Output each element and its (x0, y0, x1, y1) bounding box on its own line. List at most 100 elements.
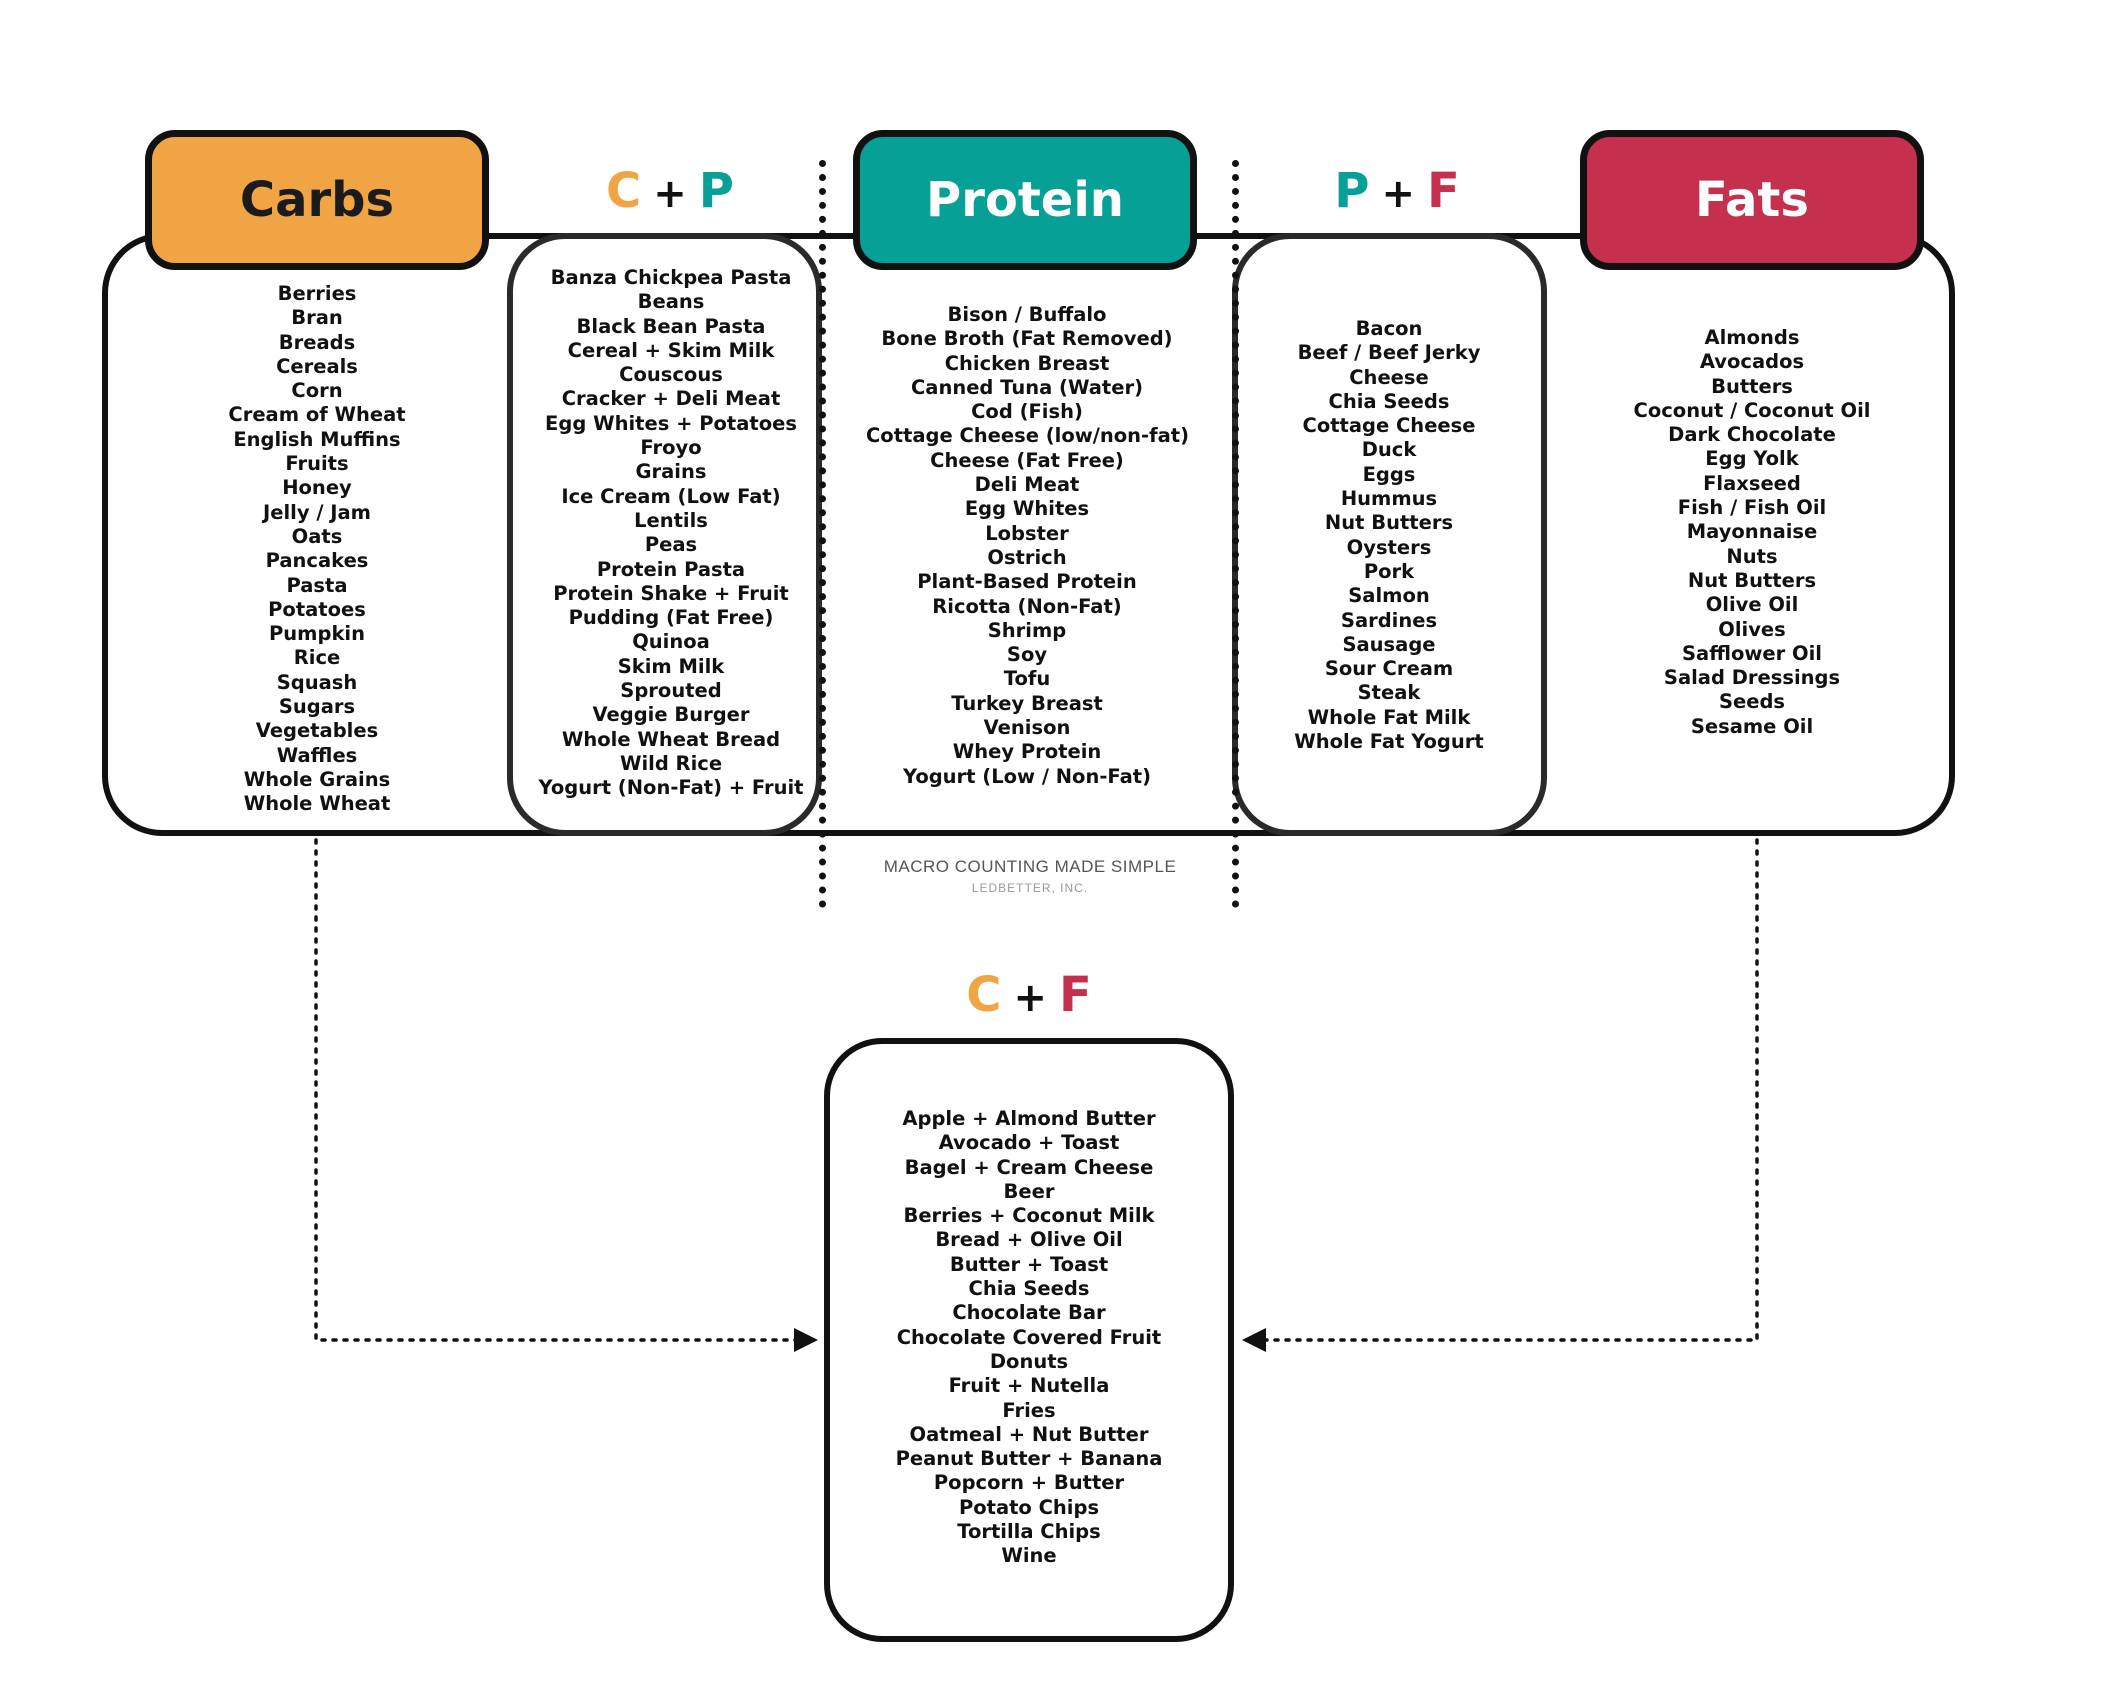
list-item: Corn (291, 379, 343, 403)
list-item: Pancakes (265, 549, 369, 573)
combo-cp-plus: + (653, 171, 687, 217)
list-item: Nuts (1726, 544, 1778, 568)
list-item: Butters (1711, 374, 1793, 398)
list-item: Cheese (1349, 365, 1429, 389)
carbs-protein-panel (507, 233, 822, 836)
list-item: Cottage Cheese (1302, 414, 1476, 438)
list-item: Couscous (619, 363, 723, 387)
list-item: Dark Chocolate (1668, 423, 1836, 447)
list-item: Sesame Oil (1690, 714, 1814, 738)
list-item: Fish / Fish Oil (1677, 496, 1827, 520)
list-item: Peanut Butter + Banana (895, 1447, 1163, 1471)
list-item: Honey (282, 476, 352, 500)
list-item: Jelly / Jam (263, 500, 371, 524)
list-item: Shrimp (987, 618, 1067, 642)
list-item: Wine (1001, 1544, 1057, 1568)
list-item: Chicken Breast (944, 351, 1110, 375)
list-item: Olives (1718, 617, 1786, 641)
list-item: Protein Shake + Fruit (553, 581, 789, 605)
list-item: Black Bean Pasta (576, 314, 766, 338)
carbs-fats-panel (824, 1038, 1234, 1642)
list-item: Oats (291, 524, 343, 548)
list-item: Protein Pasta (596, 557, 746, 581)
list-item: Ostrich (987, 545, 1067, 569)
list-item: Lobster (985, 521, 1069, 545)
list-item: Pumpkin (269, 622, 365, 646)
list-item: Whole Wheat (243, 792, 391, 816)
list-item: Olive Oil (1705, 593, 1799, 617)
list-item: Cod (Fish) (971, 400, 1083, 424)
list-item: Avocados (1699, 350, 1805, 374)
combo-cp-right: P (698, 163, 734, 219)
list-item: Ice Cream (Low Fat) (561, 484, 781, 508)
combo-cf-left: C (966, 967, 1002, 1023)
list-item: Chocolate Bar (952, 1301, 1106, 1325)
main-panel (102, 233, 1955, 836)
list-item: Sausage (1342, 632, 1436, 656)
list-item: Potatoes (268, 597, 366, 621)
list-item: Donuts (989, 1349, 1069, 1373)
list-item: Bacon (1355, 317, 1423, 340)
list-item: Butter + Toast (949, 1252, 1109, 1276)
list-item: Tortilla Chips (957, 1520, 1101, 1544)
list-item: Venison (983, 716, 1071, 740)
list-item: Rice (293, 646, 341, 670)
arrowhead-left (794, 1328, 818, 1352)
combo-pf-right: F (1426, 163, 1460, 219)
list-item: Pork (1363, 559, 1415, 583)
list-item: Cereal + Skim Milk (567, 338, 775, 362)
list-item: Wild Rice (619, 751, 723, 775)
list-item: Avocado + Toast (938, 1131, 1120, 1155)
list-item: English Muffins (233, 427, 401, 451)
list-item: Whey Protein (952, 740, 1102, 764)
list-item: Breads (278, 330, 356, 354)
list-item: Whole Wheat Bread (561, 727, 781, 751)
list-item: Safflower Oil (1682, 641, 1822, 665)
list-item: Berries + Coconut Milk (903, 1204, 1155, 1228)
list-item: Apple + Almond Butter (902, 1107, 1156, 1130)
connector-carbs-to-cf (314, 838, 802, 1342)
list-item: Steak (1357, 681, 1421, 705)
list-item: Beer (1003, 1179, 1055, 1203)
carbs-header-label: Carbs (239, 172, 395, 228)
combo-label-cf: C+F (919, 967, 1139, 1023)
list-item: Chocolate Covered Fruit (896, 1325, 1162, 1349)
list-item: Bison / Buffalo (947, 303, 1107, 326)
combo-cp-left: C (606, 163, 642, 219)
list-item: Potato Chips (958, 1495, 1100, 1519)
list-item: Bagel + Cream Cheese (904, 1155, 1154, 1179)
list-item: Sprouted (620, 679, 722, 703)
footer-subtitle: LEDBETTER, INC. (971, 881, 1089, 895)
list-item: Cereals (276, 354, 358, 378)
list-item: Canned Tuna (Water) (910, 375, 1144, 399)
list-item: Fruit + Nutella (948, 1374, 1110, 1398)
combo-cf-right: F (1058, 967, 1092, 1023)
combo-label-pf: P+F (1287, 163, 1507, 219)
list-item: Grains (635, 460, 707, 484)
list-item: Eggs (1362, 462, 1416, 486)
list-item: Whole Fat Milk (1307, 705, 1471, 729)
list-item: Beef / Beef Jerky (1297, 341, 1481, 365)
list-item: Fruits (285, 452, 349, 476)
list-item: Chia Seeds (1328, 389, 1450, 413)
list-item: Cottage Cheese (low/non-fat) (866, 424, 1190, 448)
list-item: Almonds (1704, 326, 1800, 349)
list-item: Hummus (1340, 487, 1438, 511)
list-item: Yogurt (Low / Non-Fat) (902, 764, 1151, 788)
list-item: Cheese (Fat Free) (930, 448, 1124, 472)
list-item: Cracker + Deli Meat (561, 387, 781, 411)
divider-left (819, 160, 826, 908)
list-item: Whole Fat Yogurt (1294, 730, 1484, 754)
list-item: Chia Seeds (968, 1277, 1090, 1301)
list-item: Ricotta (Non-Fat) (932, 594, 1122, 618)
list-item: Froyo (640, 436, 702, 460)
list-item: Bran (291, 306, 343, 330)
list-item: Berries (277, 282, 357, 305)
list-item: Banza Chickpea Pasta (550, 266, 792, 289)
